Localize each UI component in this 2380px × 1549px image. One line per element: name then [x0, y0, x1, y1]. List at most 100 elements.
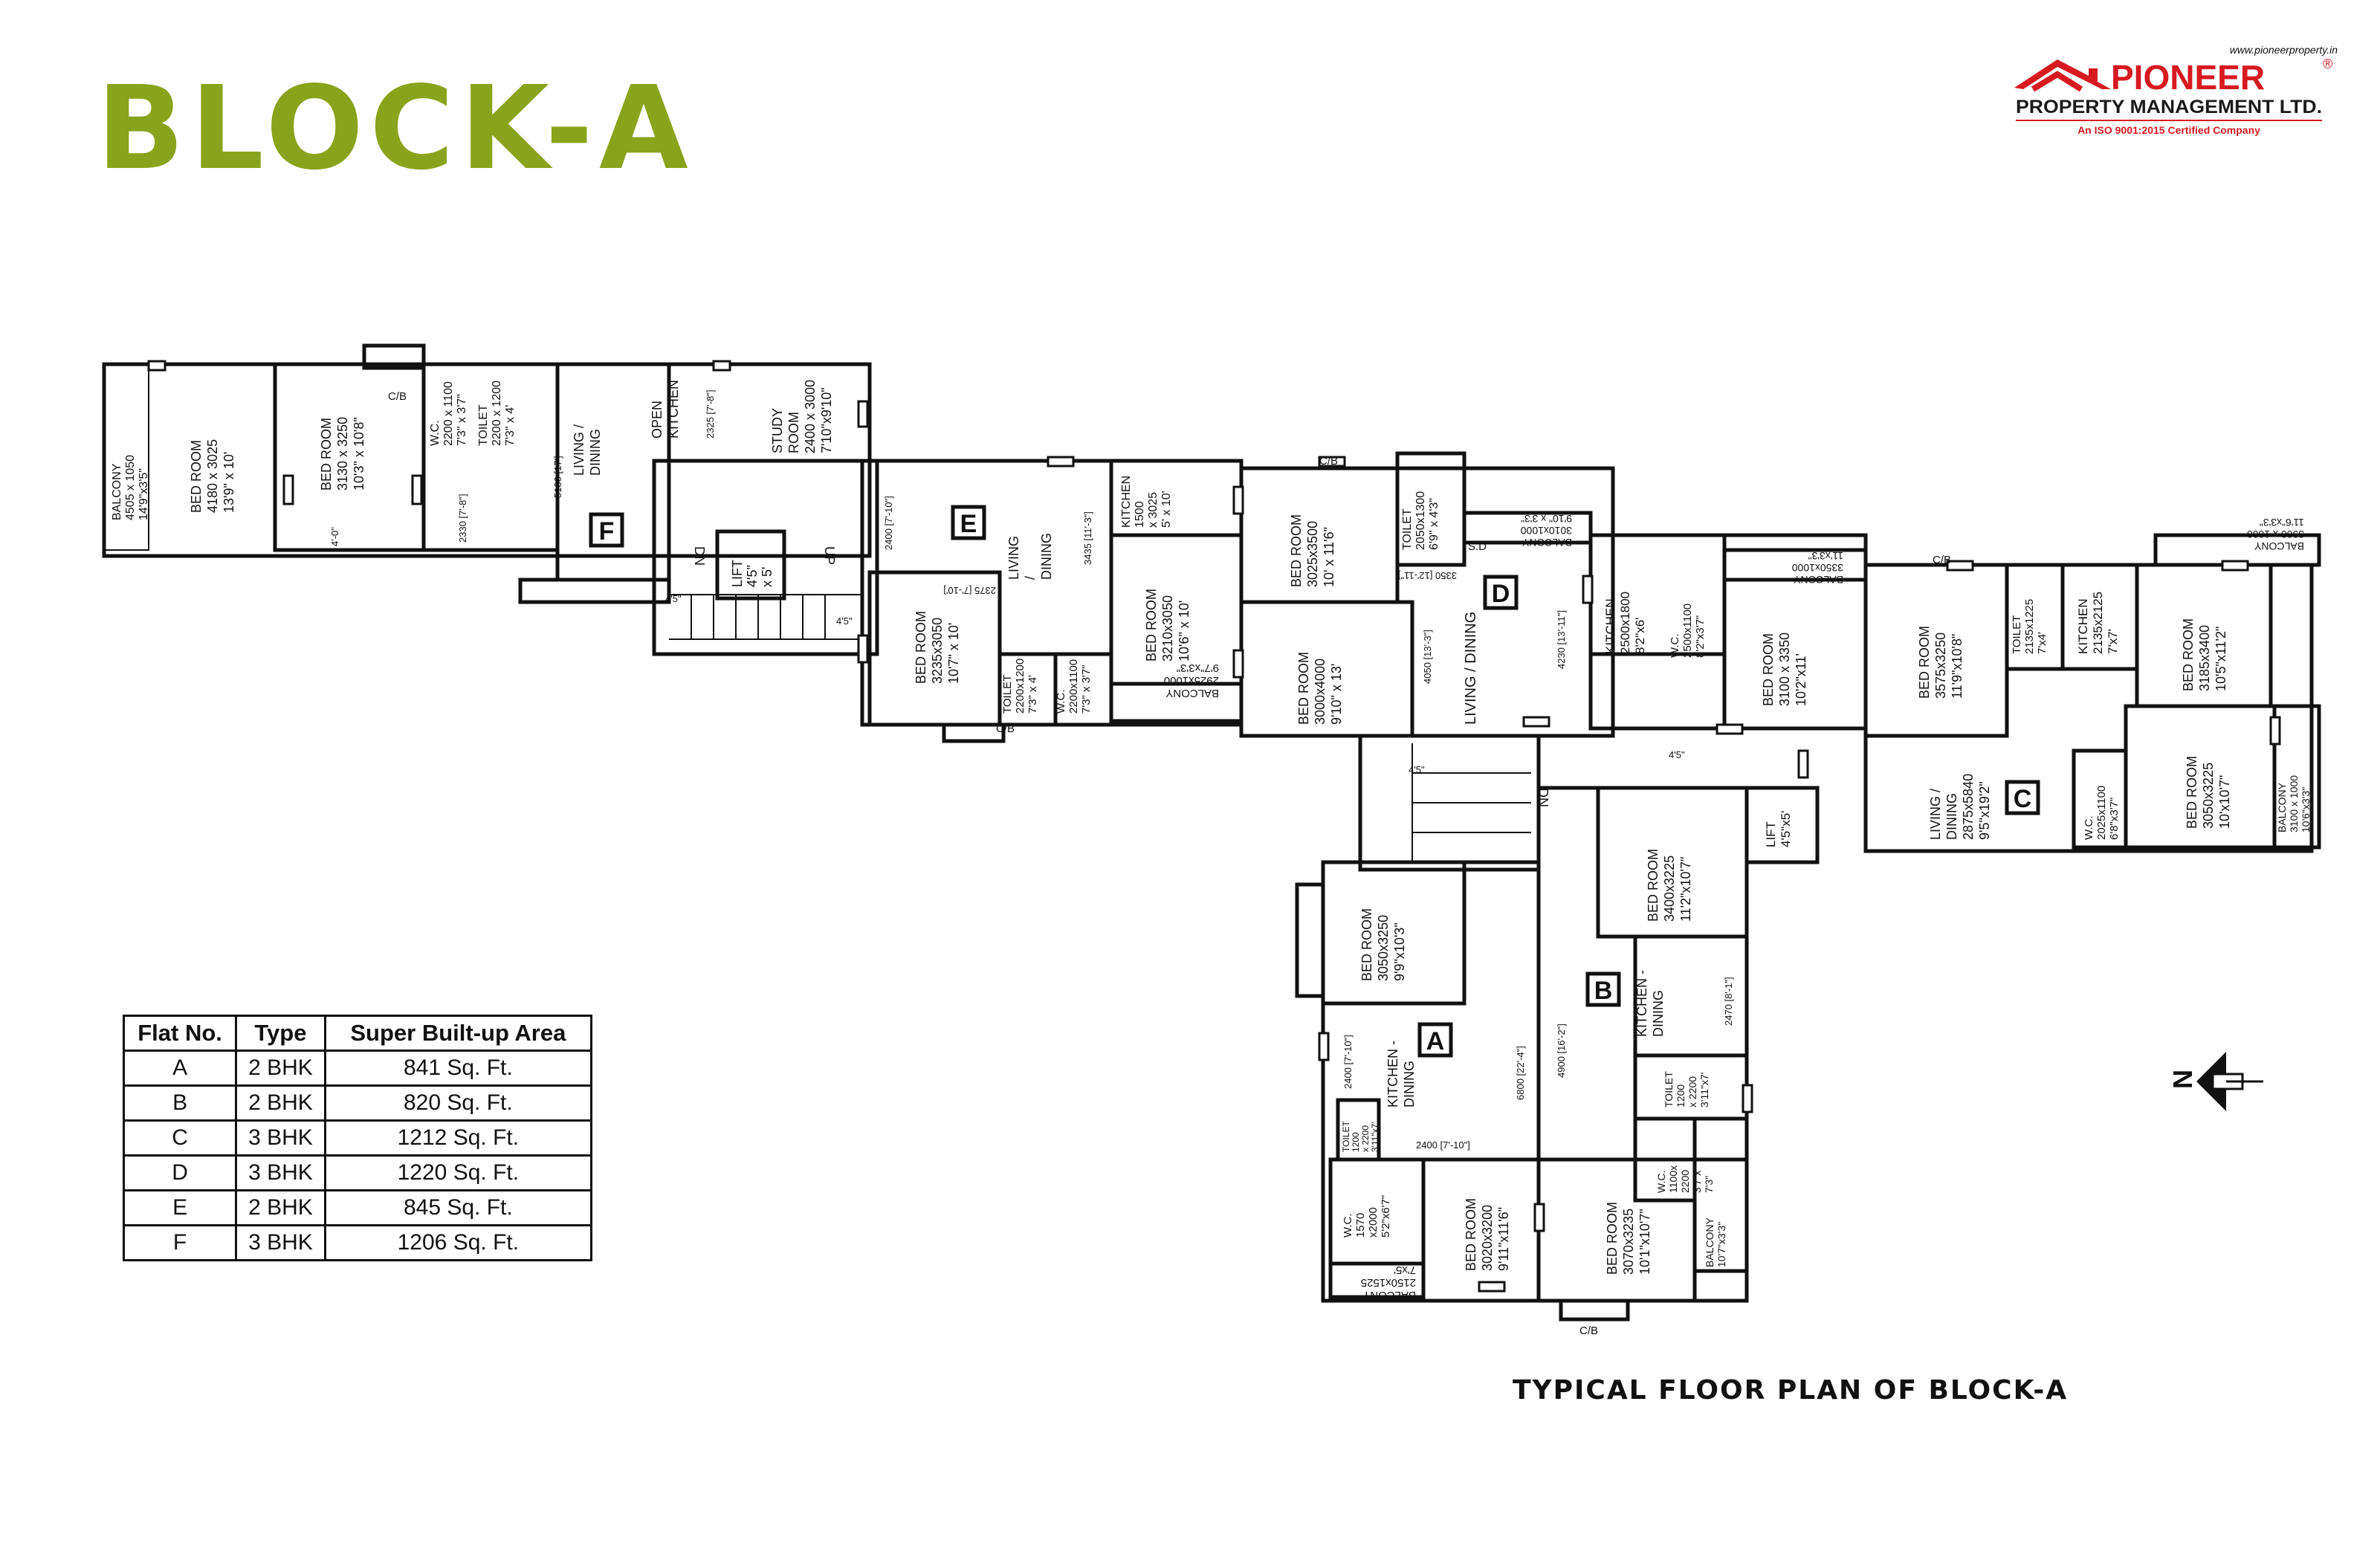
svg-text:3025x3500: 3025x3500	[1305, 521, 1320, 587]
svg-text:TOILET: TOILET	[477, 404, 490, 446]
svg-text:10'6" x 10': 10'6" x 10'	[1177, 601, 1191, 662]
svg-text:3185x3400: 3185x3400	[2197, 625, 2212, 691]
svg-text:4'5": 4'5"	[665, 593, 682, 604]
svg-text:3020x3200: 3020x3200	[1480, 1205, 1495, 1271]
svg-text:4'5": 4'5"	[836, 615, 853, 627]
svg-text:10'1"x10'7": 10'1"x10'7"	[1637, 1209, 1652, 1275]
stair-up-1: UP	[822, 546, 837, 565]
logo-company: PROPERTY MANAGEMENT LTD.	[2016, 97, 2322, 117]
room-c-kitchen: KITCHEN 2135x2125 7'x7'	[2076, 592, 2120, 654]
svg-text:x 3025: x 3025	[1147, 492, 1160, 528]
room-f-bed-2: BED ROOM 3130 x 3250 10'3" x 10'8"	[319, 417, 366, 491]
svg-text:10' x 11'6": 10' x 11'6"	[1322, 527, 1336, 587]
svg-text:5' x 10': 5' x 10'	[1160, 491, 1173, 528]
svg-text:x 5': x 5'	[760, 567, 775, 587]
stair-dn-2: DN	[1536, 788, 1550, 807]
flat-marker-d: D	[1492, 580, 1510, 608]
cell-area: 1206 Sq. Ft.	[323, 1224, 593, 1261]
cell-flat: B	[122, 1084, 238, 1122]
svg-text:4'5"x5': 4'5"x5'	[1779, 811, 1793, 847]
table-row: D 3 BHK 1220 Sq. Ft.	[122, 1154, 593, 1191]
stair-core-1	[652, 459, 879, 656]
svg-text:BALCONY: BALCONY	[1704, 1217, 1716, 1267]
svg-text:BED ROOM: BED ROOM	[1464, 1198, 1478, 1271]
svg-text:2400 [7'-10"]: 2400 [7'-10"]	[883, 496, 894, 550]
room-d-bed-2: BED ROOM 3000x4000 9'10" x 13'	[1296, 652, 1344, 725]
svg-text:5180 [17']: 5180 [17']	[552, 456, 563, 498]
svg-text:11'6"x3'3": 11'6"x3'3"	[2260, 517, 2304, 528]
room-d-kitchen: KITCHEN 2500x1800 8'2"x6'	[1603, 592, 1647, 654]
svg-text:BED ROOM: BED ROOM	[1144, 589, 1159, 662]
svg-text:LIVING /: LIVING /	[1928, 789, 1943, 840]
svg-text:DINING: DINING	[1944, 793, 1959, 840]
svg-text:OPEN: OPEN	[650, 401, 664, 439]
svg-text:10'5"x11'2": 10'5"x11'2"	[2214, 627, 2228, 691]
cell-area: 1212 Sq. Ft.	[323, 1119, 593, 1157]
svg-text:2925x1000: 2925x1000	[1164, 674, 1219, 687]
table-header-row: Flat No. Type Super Built-up Area	[122, 1015, 593, 1052]
room-a-balcony: BALCONY 2150x1525 7'x5'	[1361, 1264, 1416, 1301]
room-f-bed-1: BED ROOM 4180 x 3025 13'9" x 10'	[189, 439, 236, 513]
svg-text:3575x3250: 3575x3250	[1933, 633, 1948, 699]
svg-text:BED ROOM: BED ROOM	[1761, 633, 1776, 706]
room-b-bed-2: BED ROOM 3070x3235 10'1"x10'7"	[1605, 1202, 1652, 1275]
svg-text:6'9" x 4'3": 6'9" x 4'3"	[1428, 498, 1440, 550]
room-e-living: LIVING / DINING	[1006, 533, 1054, 580]
flat-markers: F E D C B A	[589, 505, 2040, 1058]
room-c-balcony-1: BALCONY 3900 x 1000 11'6"x3'3"	[2247, 517, 2304, 552]
room-b-toilet: TOILET 1200 x 2200 3'11"x7'	[1663, 1071, 1710, 1107]
svg-text:BALCONY: BALCONY	[1165, 687, 1219, 699]
svg-text:4900 [16'-2"]: 4900 [16'-2"]	[1556, 1023, 1567, 1078]
flat-marker-a: A	[1426, 1027, 1445, 1055]
logo-url: www.pioneerproperty.in	[2230, 44, 2338, 56]
table-row: E 2 BHK 845 Sq. Ft.	[122, 1189, 593, 1226]
svg-text:9'10" x 13': 9'10" x 13'	[1329, 664, 1344, 725]
cb-label-1: C/B	[388, 390, 407, 403]
svg-text:x 2200: x 2200	[1360, 1125, 1371, 1152]
north-letter: N	[2167, 1070, 2198, 1089]
svg-text:LIFT: LIFT	[1764, 821, 1778, 847]
flat-marker-c: C	[2014, 785, 2032, 813]
svg-text:TOILET: TOILET	[1663, 1071, 1675, 1107]
svg-text:10'2"x11': 10'2"x11'	[1794, 653, 1808, 706]
svg-text:2200 x 1100: 2200 x 1100	[442, 381, 455, 446]
logo-certification: An ISO 9001:2015 Certified Company	[2077, 124, 2260, 136]
svg-text:2400 [7'-10"]: 2400 [7'-10"]	[1342, 1035, 1354, 1089]
svg-text:8'2"x6': 8'2"x6'	[1633, 618, 1647, 654]
svg-text:4'5": 4'5"	[1409, 764, 1425, 775]
flat-a-walls	[1295, 860, 1541, 1303]
svg-text:x2000: x2000	[1367, 1207, 1380, 1238]
room-c-wc: W.C. 2025x1100 6'8"x3'7"	[2083, 786, 2121, 840]
header-area: Super Built-up Area	[323, 1015, 593, 1052]
svg-text:DINING: DINING	[1402, 1061, 1417, 1107]
svg-text:2135x2125: 2135x2125	[2091, 592, 2105, 654]
svg-text:BALCONY: BALCONY	[111, 463, 123, 520]
block-title: BLOCK-A	[97, 61, 694, 195]
flat-f-walls	[102, 343, 872, 604]
svg-text:2375 [7'-10']: 2375 [7'-10']	[943, 585, 996, 596]
svg-text:3235x3050: 3235x3050	[930, 618, 945, 684]
svg-text:3900 x 1000: 3900 x 1000	[2247, 528, 2304, 540]
svg-text:3010x1000: 3010x1000	[1520, 525, 1572, 537]
svg-text:9'11"x11'6": 9'11"x11'6"	[1496, 1207, 1511, 1271]
room-d-bed-3: BED ROOM 3100 x 3350 10'2"x11'	[1761, 633, 1808, 706]
room-e-balcony: BALCONY 2925x1000 9'7"x3'3"	[1164, 662, 1219, 699]
stair-core-2	[1358, 734, 1820, 872]
svg-text:BED ROOM: BED ROOM	[1289, 514, 1304, 587]
cell-area: 845 Sq. Ft.	[323, 1189, 593, 1226]
svg-text:3'7"x: 3'7"x	[1691, 1171, 1703, 1193]
room-e-bed-1: BED ROOM 3235x3050 10'7" x 10'	[913, 611, 961, 684]
cell-type: 2 BHK	[235, 1084, 326, 1122]
svg-text:4'-0": 4'-0"	[329, 527, 340, 546]
svg-text:BED ROOM: BED ROOM	[2185, 756, 2199, 829]
svg-text:9'7"x3'3": 9'7"x3'3"	[1177, 662, 1219, 674]
svg-text:2200x1100: 2200x1100	[1067, 659, 1080, 714]
house-roof-icon	[2014, 59, 2111, 92]
svg-text:4'5": 4'5"	[745, 565, 760, 587]
plan-caption: TYPICAL FLOOR PLAN OF BLOCK-A	[1513, 1375, 2069, 1406]
cell-type: 2 BHK	[235, 1189, 326, 1226]
svg-text:3100 x 1000: 3100 x 1000	[2288, 775, 2300, 832]
cell-flat: C	[122, 1119, 238, 1157]
svg-text:ROOM: ROOM	[786, 412, 801, 453]
